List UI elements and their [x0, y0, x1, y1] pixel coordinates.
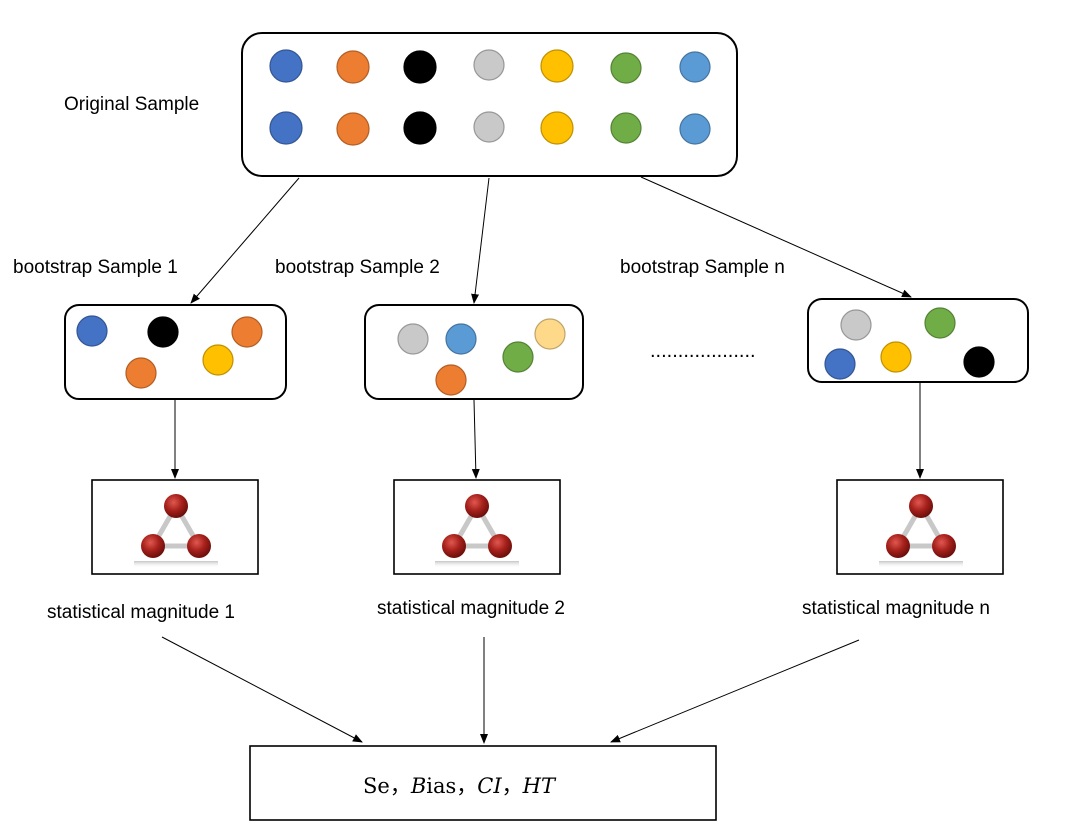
arrow-statistic-1-to-result [161, 636, 363, 743]
result-box [249, 745, 717, 821]
original-dot-blue [269, 49, 303, 83]
original-dot-blue [269, 111, 303, 145]
original-dot-black [403, 111, 437, 145]
arrow-statistic-n-to-result [610, 639, 860, 743]
bootstrap-3-dot-black [963, 346, 995, 378]
bootstrap-label-1: bootstrap Sample 1 [13, 257, 178, 278]
bootstrap-1-dot-yellow [202, 344, 234, 376]
result-sep-2: ， [456, 774, 478, 798]
original-dot-light-blue [679, 51, 711, 83]
original-dot-gray [473, 111, 505, 143]
bootstrap-2-dot-green [502, 341, 534, 373]
bootstrap-2-dot-gray [397, 323, 429, 355]
original-dot-black [403, 50, 437, 84]
bootstrap-label-2: bootstrap Sample 2 [275, 257, 440, 278]
statistic-label-n: statistical magnitude n [802, 598, 990, 619]
bootstrap-2-dot-orange [435, 364, 467, 396]
arrow-original-to-bootstrap-2 [471, 177, 490, 304]
statistic-label-2: statistical magnitude 2 [377, 598, 565, 619]
ellipsis: ................... [650, 340, 756, 362]
original-dot-gray [473, 49, 505, 81]
result-ci: CI [477, 774, 502, 798]
arrow-bootstrap-2-to-statistic [471, 399, 480, 479]
bootstrap-2-dot-pale-yellow [534, 318, 566, 350]
bootstrap-3-dot-yellow [880, 341, 912, 373]
bootstrap-1-dot-orange [231, 316, 263, 348]
original-dot-green [610, 112, 642, 144]
statistic-icons [134, 494, 963, 568]
bootstrap-1-dot-blue [76, 315, 108, 347]
bootstrap-3-dot-gray [840, 309, 872, 341]
original-dot-yellow [540, 49, 574, 83]
original-dot-light-blue [679, 113, 711, 145]
result-sep-1: ， [389, 774, 411, 798]
result-text: Se，Bias，CI，HT [363, 770, 555, 800]
bootstrap-sample-dots [76, 307, 995, 396]
triangle-network-icon [435, 494, 519, 568]
result-bias-b: B [410, 774, 427, 798]
original-sample-dots [269, 49, 711, 146]
result-bias-rest: ias [426, 774, 457, 798]
original-dot-green [610, 52, 642, 84]
original-dot-yellow [540, 111, 574, 145]
bootstrap-1-dot-orange [125, 357, 157, 389]
bootstrap-3-dot-green [924, 307, 956, 339]
bootstrap-3-dot-blue [824, 348, 856, 380]
statistic-label-1: statistical magnitude 1 [47, 602, 235, 623]
result-sep-3: ， [501, 774, 523, 798]
bootstrap-label-n: bootstrap Sample n [620, 257, 785, 278]
triangle-network-icon [879, 494, 963, 568]
arrow-original-to-bootstrap-1 [190, 177, 300, 304]
arrow-original-to-bootstrap-n [640, 176, 912, 298]
original-dot-orange [336, 112, 370, 146]
result-ht: HT [522, 774, 555, 798]
triangle-network-icon [134, 494, 218, 568]
original-sample-label: Original Sample [64, 94, 200, 115]
bootstrap-box-1 [64, 304, 287, 400]
bootstrap-2-dot-light-blue [445, 323, 477, 355]
original-dot-orange [336, 50, 370, 84]
bootstrap-1-dot-black [147, 316, 179, 348]
result-se: Se [363, 774, 390, 798]
